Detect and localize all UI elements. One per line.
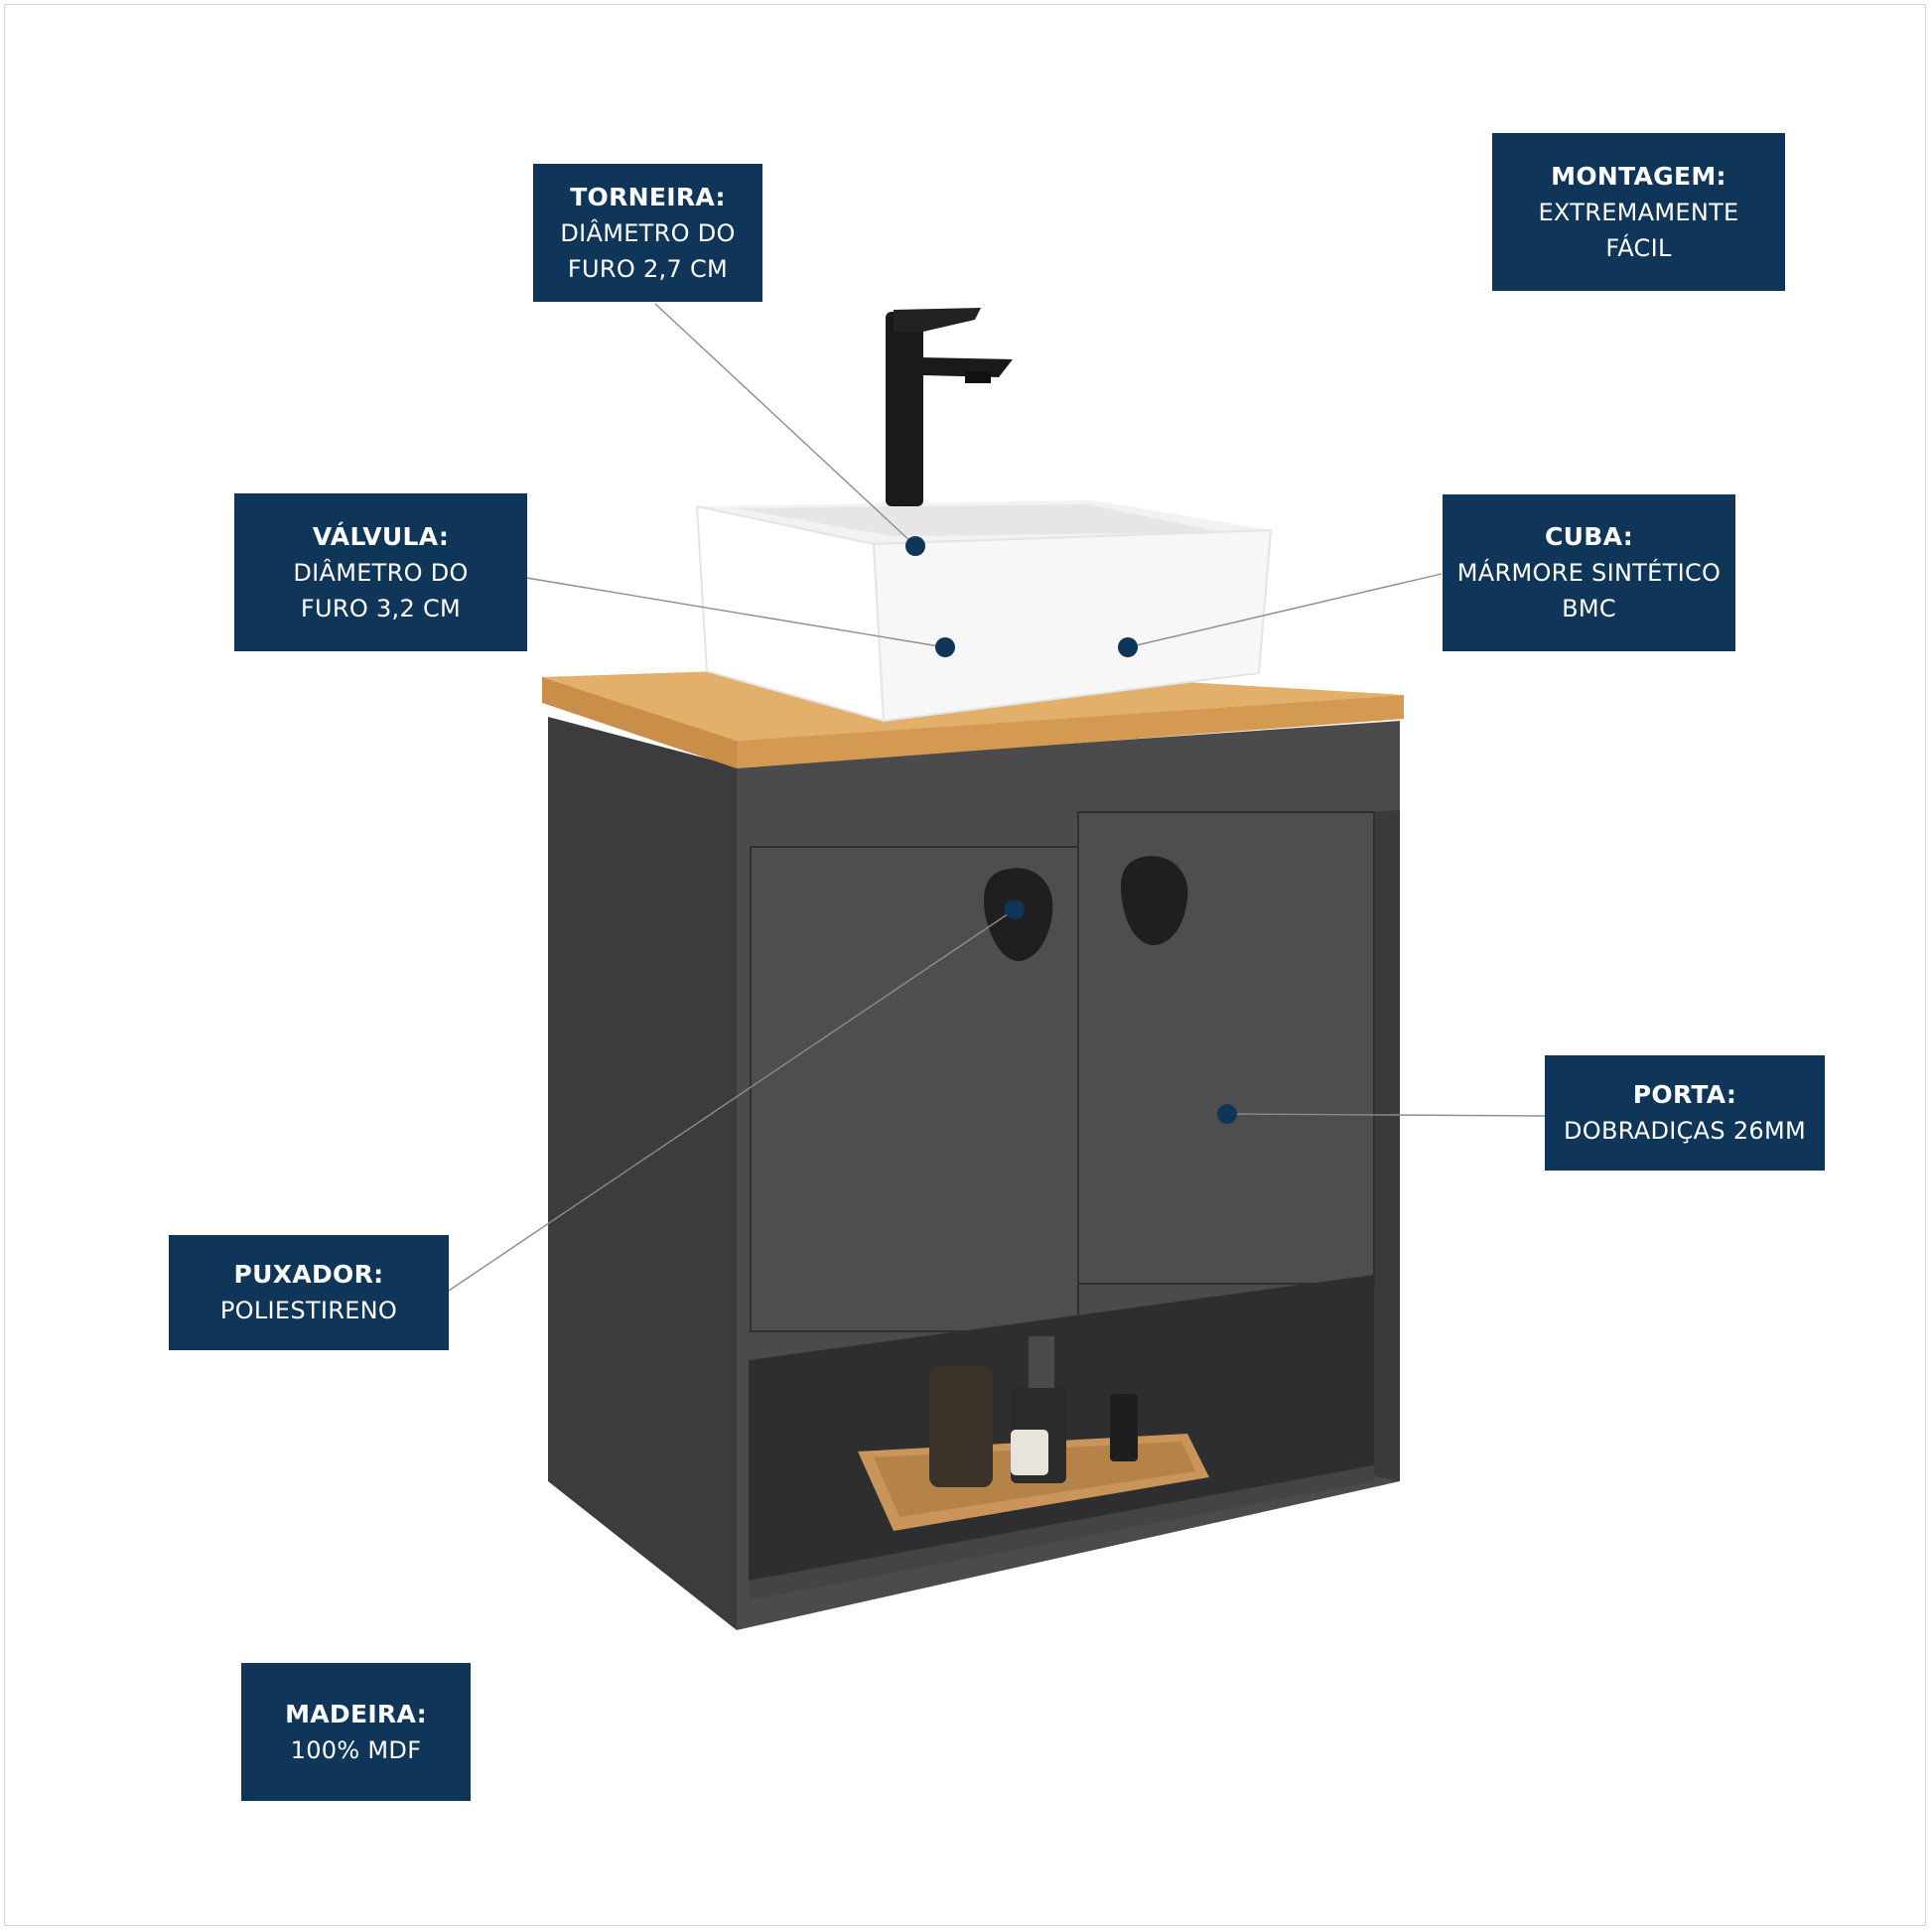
label-cuba: CUBA: MÁRMORE SINTÉTICO BMC (1443, 494, 1735, 651)
marker-valvula (935, 637, 955, 657)
label-title: CUBA: (1544, 522, 1633, 551)
label-title: MONTAGEM: (1551, 161, 1726, 191)
leader-lines (448, 303, 1546, 1292)
label-line: 100% MDF (290, 1735, 422, 1764)
label-title: VÁLVULA: (312, 521, 450, 551)
label-line: DIÂMETRO DO (560, 218, 736, 247)
label-title: PUXADOR: (233, 1260, 384, 1289)
label-porta: PORTA: DOBRADIÇAS 26MM (1545, 1055, 1825, 1171)
label-line: BMC (1562, 595, 1616, 622)
marker-torneira (905, 536, 925, 556)
basin (695, 500, 1273, 723)
label-montagem: MONTAGEM: EXTREMAMENTE FÁCIL (1492, 133, 1785, 291)
label-line: FÁCIL (1605, 233, 1672, 262)
label-torneira: TORNEIRA: DIÂMETRO DO FURO 2,7 CM (533, 164, 762, 302)
label-line: EXTREMAMENTE (1538, 198, 1739, 226)
label-line: POLIESTIRENO (219, 1297, 398, 1324)
faucet (886, 308, 1013, 506)
right-door (1077, 811, 1375, 1285)
label-line: FURO 2,7 CM (567, 254, 729, 283)
label-title: MADEIRA: (285, 1699, 427, 1728)
markers (905, 536, 1237, 1124)
label-line: DOBRADIÇAS 26MM (1563, 1117, 1806, 1145)
label-title: TORNEIRA: (570, 182, 726, 211)
cabinet (548, 717, 1400, 1630)
label-title: PORTA: (1632, 1080, 1737, 1109)
bottle-1 (929, 1366, 993, 1487)
label-line: FURO 3,2 CM (300, 594, 462, 622)
marker-cuba (1118, 637, 1138, 657)
label-line: MÁRMORE SINTÉTICO (1456, 559, 1722, 587)
label-puxador: PUXADOR: POLIESTIRENO (169, 1235, 449, 1350)
marker-puxador (1005, 899, 1025, 919)
right-handle (1120, 856, 1188, 945)
bottle-3 (1110, 1394, 1138, 1461)
label-valvula: VÁLVULA: DIÂMETRO DO FURO 3,2 CM (234, 493, 527, 651)
label-madeira: MADEIRA: 100% MDF (241, 1663, 471, 1801)
label-line: DIÂMETRO DO (293, 558, 469, 587)
image-border (4, 4, 1926, 1926)
marker-porta (1217, 1104, 1237, 1124)
